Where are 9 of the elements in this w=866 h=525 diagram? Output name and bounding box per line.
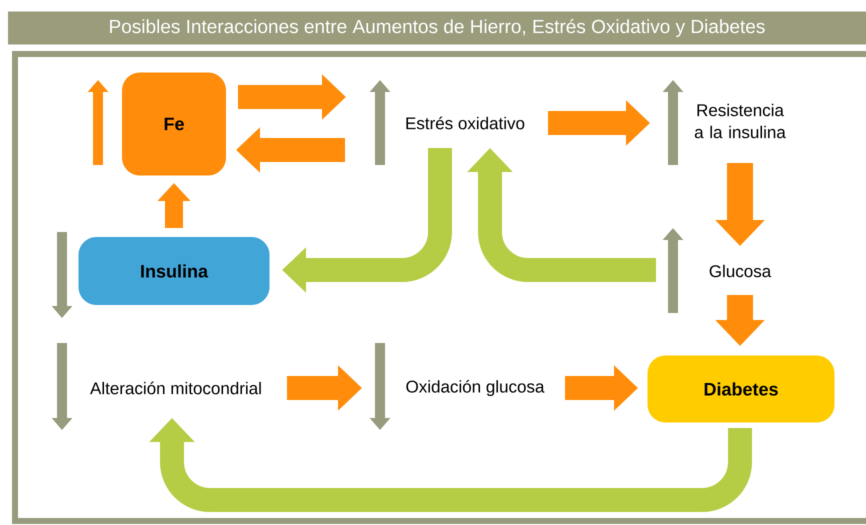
rounded-box: Diabetes: [648, 356, 835, 422]
rounded-box: Insulina: [78, 237, 270, 305]
text-label: Alteración mitocondrial: [90, 382, 261, 394]
rounded-box: Fe: [122, 72, 226, 176]
text-label: Glucosa: [710, 264, 772, 278]
text-label: Oxidación glucosa: [406, 380, 544, 396]
text-label: Estrés oxidativo: [406, 116, 524, 130]
title-bar: Posibles Interacciones entre Aumentos de Hierro, Estrés Oxidativo y Diabetes: [8, 12, 866, 44]
text-label: Resistencia a la insulina: [694, 104, 786, 138]
